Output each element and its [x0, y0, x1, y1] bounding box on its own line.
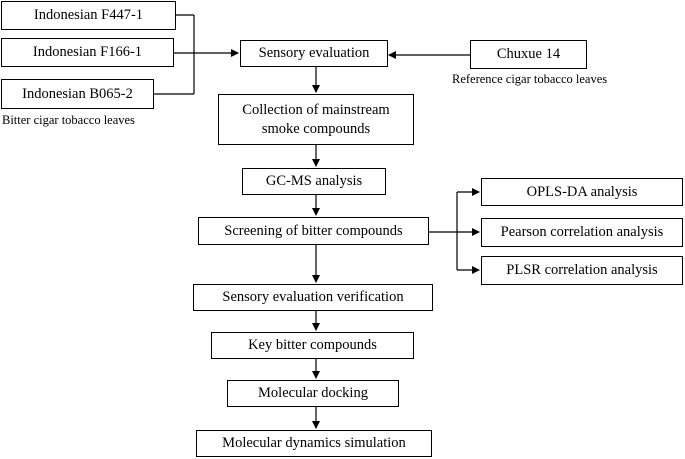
- molecular-docking-label: Molecular docking: [258, 385, 368, 401]
- collection-box: Collection of mainstream smoke compounds: [218, 94, 414, 145]
- verification-label: Sensory evaluation verification: [222, 289, 404, 305]
- collection-label-line2: smoke compounds: [261, 120, 371, 137]
- sample-f447-box: Indonesian F447-1: [1, 1, 176, 30]
- key-compounds-box: Key bitter compounds: [211, 332, 414, 359]
- gcms-analysis-label: GC-MS analysis: [265, 173, 363, 189]
- sample-b065-box: Indonesian B065-2: [1, 79, 154, 109]
- sensory-evaluation-label: Sensory evaluation: [258, 45, 370, 61]
- screening-label: Screening of bitter compounds: [224, 222, 403, 239]
- key-compounds-label: Key bitter compounds: [248, 337, 377, 353]
- molecular-dynamics-label: Molecular dynamics simulation: [222, 435, 406, 451]
- gcms-analysis-box: GC-MS analysis: [242, 168, 386, 195]
- reference-leaves-caption: Reference cigar tobacco leaves: [452, 72, 608, 86]
- bitter-leaves-caption: Bitter cigar tobacco leaves: [2, 113, 135, 127]
- sensory-evaluation-box: Sensory evaluation: [240, 40, 388, 67]
- sample-b065-label: Indonesian B065-2: [22, 85, 133, 102]
- reference-sample-box: Chuxue 14: [470, 40, 587, 69]
- screening-box: Screening of bitter compounds: [198, 217, 429, 245]
- molecular-docking-box: Molecular docking: [227, 380, 399, 407]
- sample-f166-box: Indonesian F166-1: [1, 38, 174, 67]
- oplsda-analysis-label: OPLS-DA analysis: [526, 183, 638, 200]
- pearson-analysis-label: Pearson correlation analysis: [500, 224, 664, 240]
- sample-f447-label: Indonesian F447-1: [33, 7, 144, 23]
- oplsda-analysis-box: OPLS-DA analysis: [481, 178, 683, 206]
- molecular-dynamics-box: Molecular dynamics simulation: [196, 430, 432, 457]
- reference-sample-label: Chuxue 14: [496, 46, 561, 62]
- pearson-analysis-box: Pearson correlation analysis: [481, 218, 683, 247]
- plsr-analysis-label: PLSR correlation analysis: [506, 262, 658, 278]
- verification-box: Sensory evaluation verification: [193, 284, 433, 311]
- sample-f166-label: Indonesian F166-1: [32, 44, 143, 60]
- plsr-analysis-box: PLSR correlation analysis: [481, 256, 683, 285]
- collection-label-line1: Collection of mainstream: [242, 101, 390, 118]
